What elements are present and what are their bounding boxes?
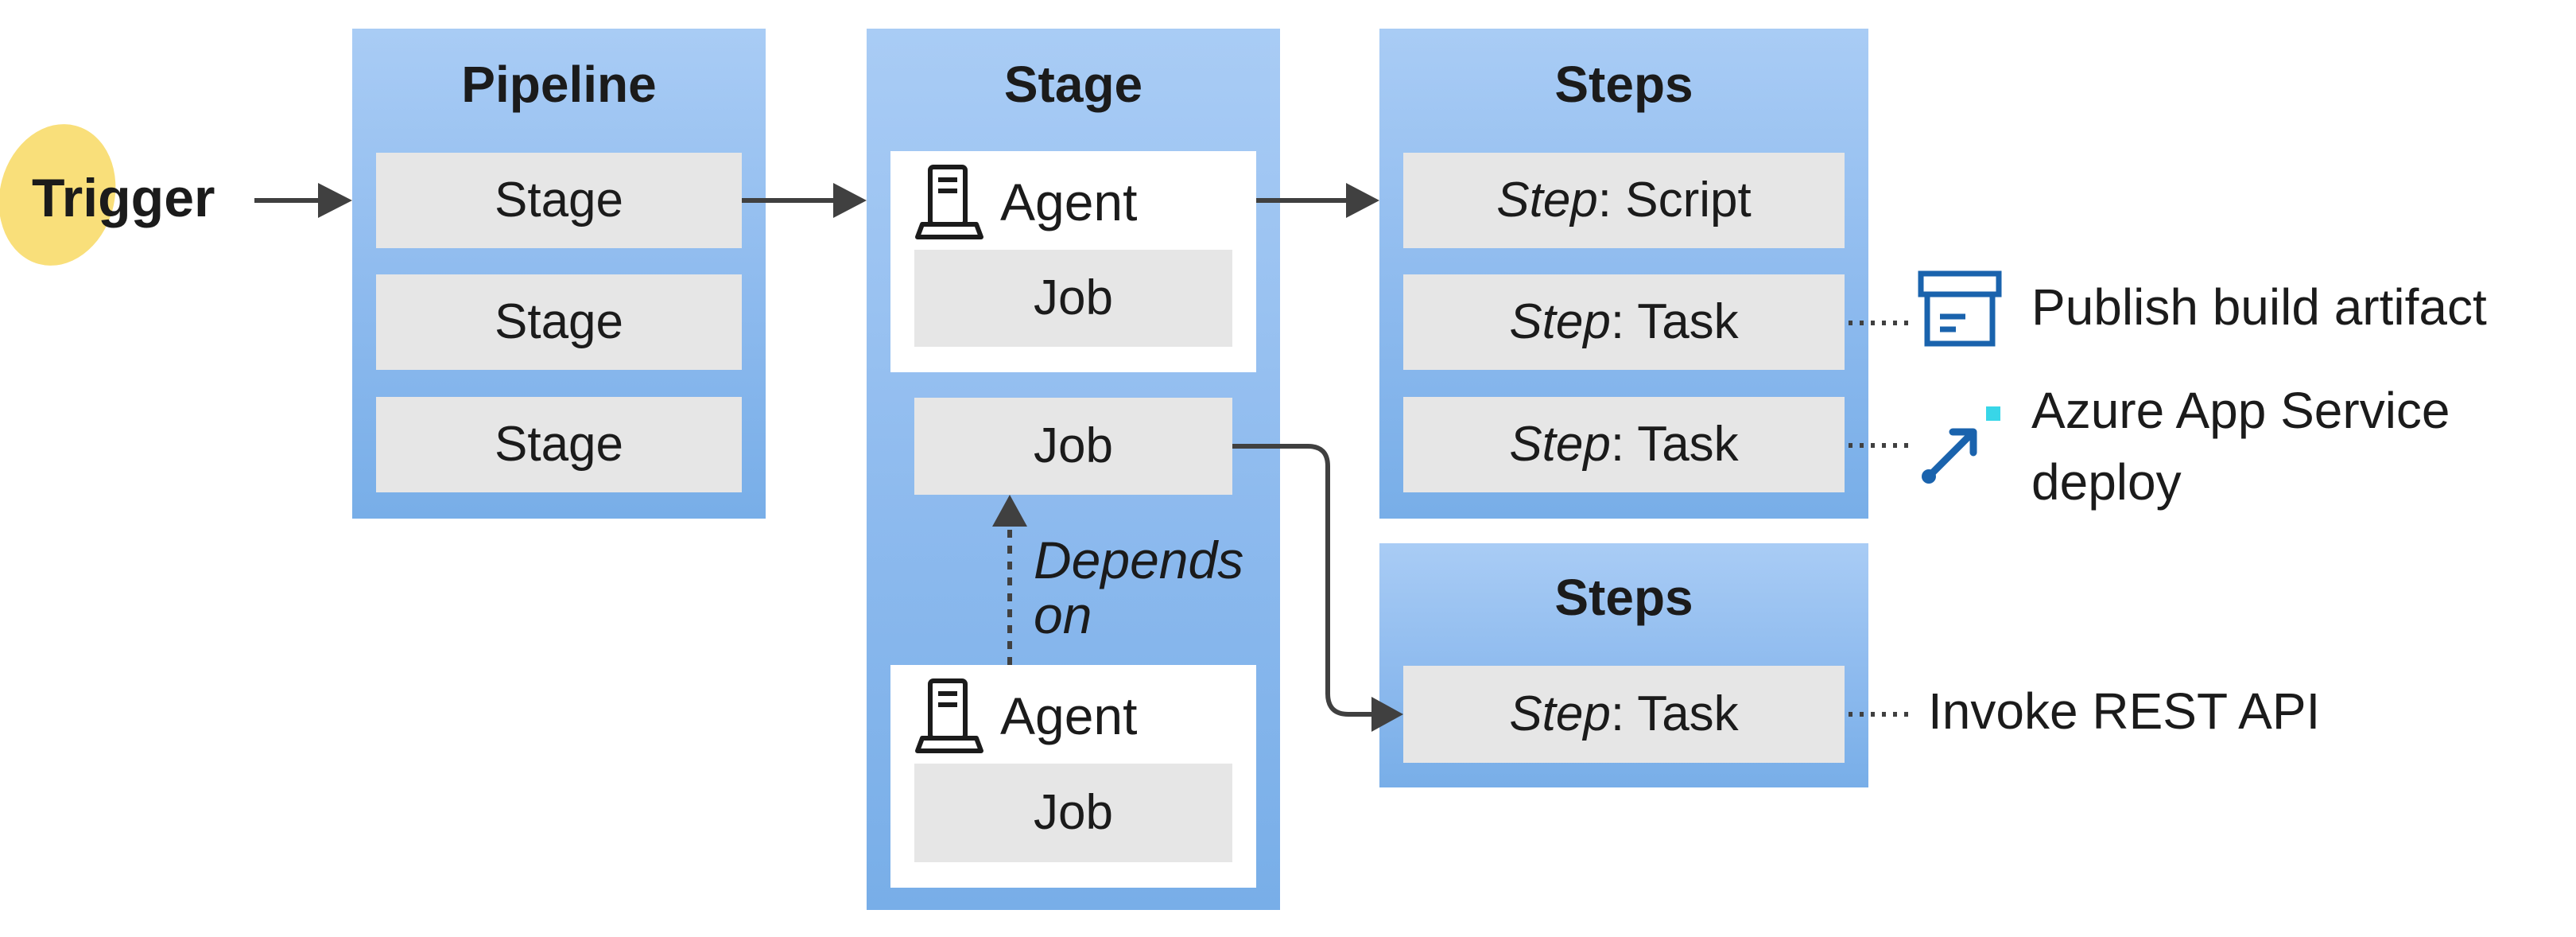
publish-artifact-label: Publish build artifact [2031, 278, 2487, 336]
step-script: Step: Script [1403, 153, 1845, 248]
depends-on-label: Depends on [1034, 531, 1244, 645]
pipeline-to-stage-arrow [742, 183, 867, 218]
server-agent-icon [915, 678, 983, 753]
pipeline-stage-3: Stage [376, 397, 742, 492]
agent-label-1: Agent [1000, 173, 1138, 231]
agent-row-2: Agent [914, 676, 1137, 756]
step-task-rest-suffix: : Task [1610, 686, 1739, 741]
agent-row-1: Agent [914, 162, 1137, 242]
stage-to-steps-arrow [1256, 183, 1379, 218]
steps-panel-main: Steps Step: Script Step: Task Step: Task [1379, 29, 1868, 519]
stage-panel: Stage Agent Job Job Depends on Agent [867, 29, 1280, 910]
steps-panel-secondary: Steps Step: Task [1379, 543, 1868, 787]
steps-main-title: Steps [1554, 56, 1693, 113]
step-task-publish-prefix: Step [1509, 294, 1611, 349]
job-to-steps-secondary-arrow [1232, 444, 1403, 732]
server-agent-icon [915, 165, 983, 239]
agent-job-1: Job [914, 250, 1232, 347]
azure-deploy-label-line2: deploy [2031, 453, 2182, 511]
step-task-rest: Step: Task [1403, 666, 1845, 763]
step-script-prefix: Step [1496, 173, 1598, 227]
steps-secondary-title: Steps [1554, 569, 1693, 626]
agent-job-2: Job [914, 764, 1232, 862]
step-task-publish-suffix: : Task [1610, 294, 1739, 349]
stage-job-standalone: Job [914, 398, 1232, 495]
trigger-node: Trigger [0, 119, 239, 270]
depends-on-arrow [992, 495, 1027, 665]
agent-card-1: Agent Job [890, 151, 1256, 372]
pipeline-stage-2: Stage [376, 274, 742, 370]
pipeline-title: Pipeline [461, 56, 657, 113]
step-script-suffix: : Script [1597, 173, 1752, 227]
pipeline-panel: Pipeline Stage Stage Stage [352, 29, 766, 519]
stage-title: Stage [1003, 56, 1143, 113]
trigger-blob [0, 124, 116, 266]
step-task-publish: Step: Task [1403, 274, 1845, 370]
pipeline-stage-1: Stage [376, 153, 742, 248]
trigger-label: Trigger [32, 168, 215, 228]
step-task-deploy-suffix: : Task [1610, 417, 1739, 472]
step-task-deploy: Step: Task [1403, 397, 1845, 492]
agent-card-2: Agent Job [890, 665, 1256, 888]
azure-deploy-label-line1: Azure App Service [2031, 382, 2450, 439]
step-task-rest-prefix: Step [1509, 686, 1611, 741]
archive-box-icon [1918, 270, 2002, 347]
agent-label-2: Agent [1000, 686, 1138, 745]
step-task-deploy-prefix: Step [1509, 417, 1611, 472]
trigger-to-pipeline-arrow [254, 183, 352, 218]
invoke-rest-label: Invoke REST API [1928, 682, 2321, 740]
deploy-arrow-icon [1922, 406, 2000, 484]
